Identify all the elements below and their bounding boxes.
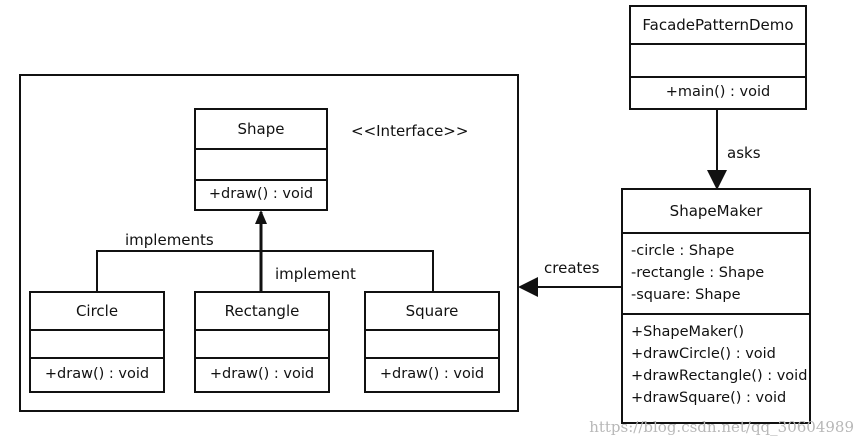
attributes-section — [196, 329, 328, 357]
class-shape-maker: ShapeMaker -circle : Shape -rectangle : … — [621, 188, 811, 424]
operation: +draw() : void — [209, 366, 315, 382]
class-name: Circle — [75, 302, 119, 320]
operation: +draw() : void — [44, 366, 150, 382]
operations-section: +draw() : void — [31, 357, 163, 391]
shape-arrow-head — [255, 210, 267, 224]
class-circle: Circle +draw() : void — [29, 291, 165, 393]
operation: +main() : void — [665, 84, 771, 100]
interface-stereotype: <<Interface>> — [351, 122, 469, 140]
operation: +drawCircle() : void — [631, 346, 776, 362]
operations-section: +draw() : void — [196, 357, 328, 391]
operations-section: +ShapeMaker() +drawCircle() : void +draw… — [623, 313, 809, 422]
operation: +drawRectangle() : void — [631, 368, 808, 384]
operation: +draw() : void — [208, 186, 314, 202]
implements-label: implements — [125, 231, 214, 249]
attribute: -circle : Shape — [631, 243, 735, 259]
class-shape: Shape +draw() : void — [194, 108, 328, 211]
class-rectangle: Rectangle +draw() : void — [194, 291, 330, 393]
creates-label: creates — [544, 259, 600, 277]
attribute: -square: Shape — [631, 287, 741, 303]
attributes-section — [196, 148, 326, 179]
attributes-section — [366, 329, 498, 357]
operations-section: +draw() : void — [196, 179, 326, 209]
operation: +draw() : void — [379, 366, 485, 382]
watermark: https://blog.csdn.net/qq_30604989 — [589, 418, 854, 436]
class-name: Square — [405, 302, 459, 320]
attributes-section — [631, 43, 805, 76]
class-name: Rectangle — [224, 302, 300, 320]
class-name: FacadePatternDemo — [642, 16, 794, 34]
class-name: ShapeMaker — [669, 202, 763, 220]
operation: +ShapeMaker() — [631, 324, 745, 340]
class-square: Square +draw() : void — [364, 291, 500, 393]
attribute: -rectangle : Shape — [631, 265, 765, 281]
implement-label: implement — [275, 265, 356, 283]
class-facade-pattern-demo: FacadePatternDemo +main() : void — [629, 5, 807, 110]
attributes-section: -circle : Shape -rectangle : Shape -squa… — [623, 232, 809, 313]
operation: +drawSquare() : void — [631, 390, 787, 406]
operations-section: +draw() : void — [366, 357, 498, 391]
asks-label: asks — [727, 144, 761, 162]
attributes-section — [31, 329, 163, 357]
operations-section: +main() : void — [631, 76, 805, 108]
class-name: Shape — [237, 120, 285, 138]
implements-connector — [96, 250, 434, 291]
